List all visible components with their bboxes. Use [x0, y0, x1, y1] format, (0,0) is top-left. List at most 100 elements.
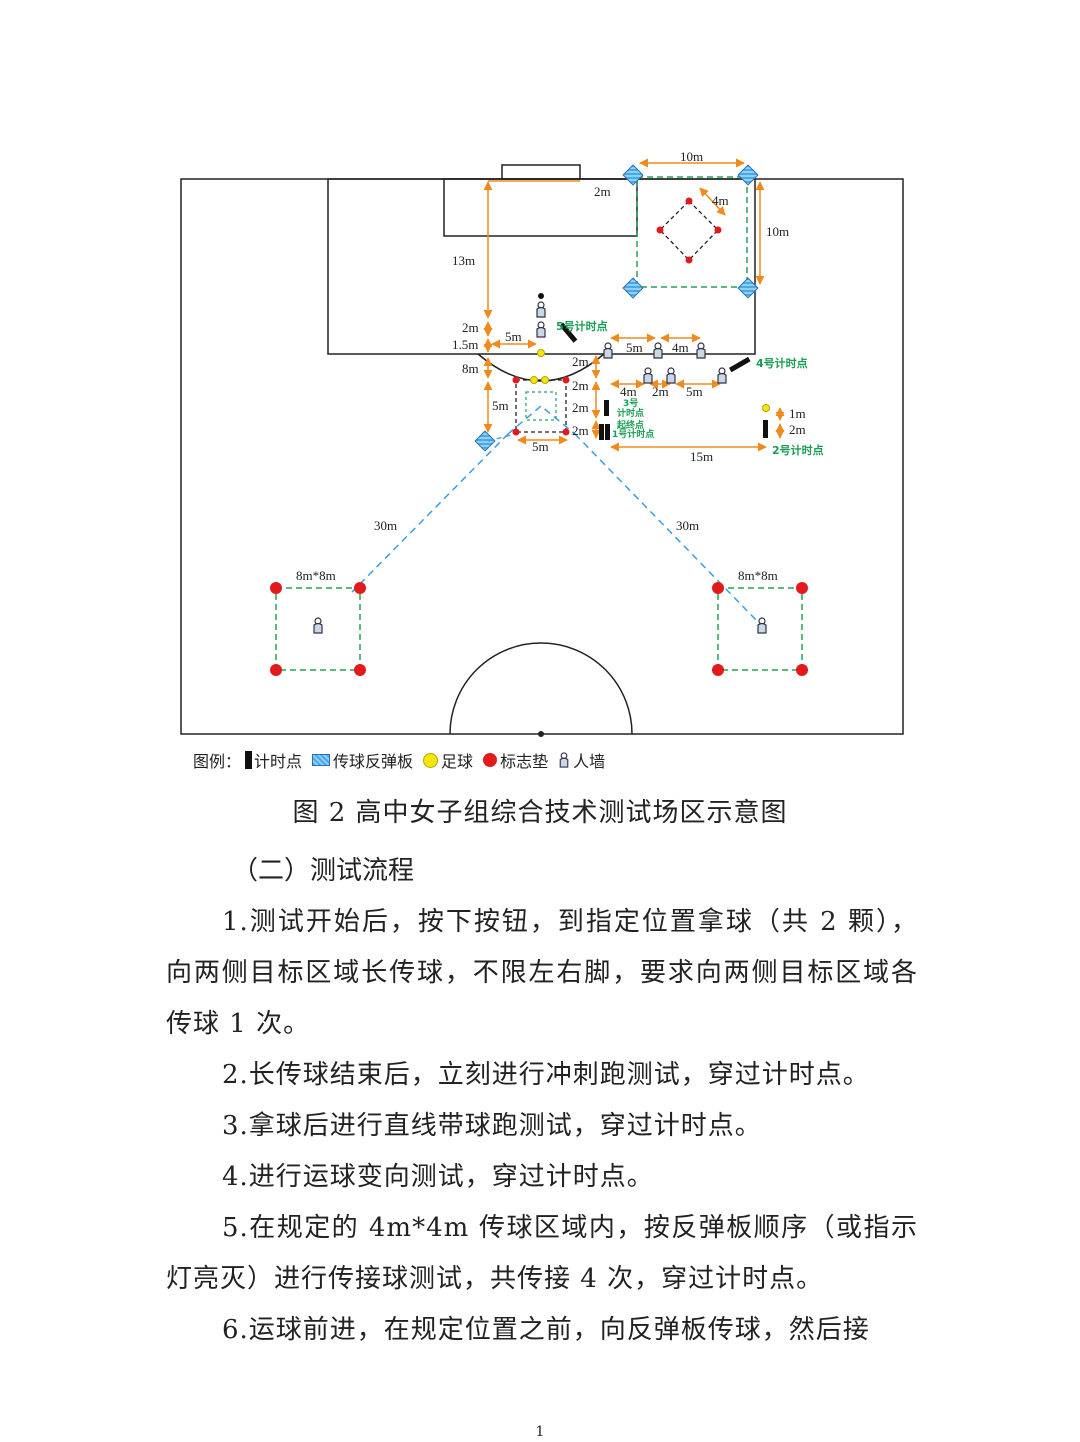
- dim-label: 4m: [620, 384, 637, 399]
- ball-box-inner: [525, 391, 557, 421]
- paragraph-2: 2.长传球结束后，立刻进行冲刺跑测试，穿过计时点。: [222, 1060, 870, 1090]
- page-number: 1: [535, 1424, 545, 1440]
- dim-label: 10m: [680, 149, 703, 164]
- mat: [270, 664, 282, 676]
- center-spot: [538, 731, 544, 737]
- mat: [562, 428, 570, 436]
- mat: [512, 376, 520, 384]
- rebound-board-icon: [312, 754, 331, 766]
- human-wall: [643, 367, 653, 384]
- rebound-board: [474, 430, 496, 452]
- ball-icon: [423, 752, 439, 768]
- timing-point-1: [605, 424, 610, 440]
- mat: [714, 226, 722, 234]
- dim-label: 2m: [572, 378, 589, 393]
- dim-label: 30m: [676, 518, 699, 533]
- mat: [656, 226, 664, 234]
- dim-label: 2m: [572, 354, 589, 369]
- paragraph-1: 1.测试开始后，按下按钮，到指定位置拿球（共 2 颗），向两侧目标区域长传球，不…: [166, 907, 918, 1039]
- human-wall-icon: [559, 752, 569, 768]
- mat: [685, 197, 693, 205]
- dim-label: 5m: [532, 439, 549, 454]
- mat: [685, 256, 693, 264]
- human-wall: [653, 342, 663, 359]
- legend-item-timer: 计时点: [245, 748, 302, 772]
- legend-item-ball: 足球: [423, 748, 473, 772]
- target-zone-left: [275, 587, 361, 671]
- dim-label: 5m: [505, 329, 522, 344]
- dim-label: 8m*8m: [738, 568, 778, 583]
- mat: [562, 376, 570, 384]
- legend-item-wall: 人墙: [558, 748, 605, 772]
- human-wall: [757, 617, 767, 634]
- dim-label: 2m: [572, 423, 589, 438]
- timing-label-3b: 计时点: [617, 407, 644, 419]
- ball-collect-box: [515, 379, 567, 433]
- timing-label-5: 5号计时点: [556, 319, 608, 333]
- human-wall: [536, 301, 546, 318]
- timing-point-4: [728, 356, 751, 373]
- goal-area: [443, 178, 638, 237]
- penalty-arc: [477, 353, 605, 382]
- paragraph-4: 4.进行运球变向测试，穿过计时点。: [222, 1162, 654, 1192]
- paragraph-6: 6.运球前进，在规定位置之前，向反弹板传球，然后接: [222, 1315, 870, 1345]
- dim-label: 4m: [712, 193, 729, 208]
- timing-point-3: [604, 400, 609, 416]
- human-wall: [717, 367, 727, 384]
- ball: [530, 376, 538, 384]
- timing-label-start: 起终点: [616, 419, 644, 431]
- dim-label: 4m: [672, 340, 689, 355]
- timing-point-2: [763, 420, 768, 438]
- center-circle: [449, 642, 633, 735]
- timer-icon: [245, 751, 253, 769]
- legend-item-mat: 标志垫: [483, 748, 548, 772]
- mat: [712, 664, 724, 676]
- dim-label: 8m*8m: [296, 568, 336, 583]
- legend: 图例： 计时点 传球反弹板 足球 标志垫 人墙: [193, 748, 611, 772]
- human-wall: [603, 342, 613, 359]
- dim-label: 10m: [766, 224, 789, 239]
- target-zone-right: [717, 587, 803, 671]
- dim-label: 8m: [462, 361, 479, 376]
- human-wall: [313, 617, 323, 634]
- mat: [512, 428, 520, 436]
- timing-label-2: 2号计时点: [772, 443, 824, 457]
- rebound-board: [622, 277, 644, 299]
- timing-point-start: [599, 424, 604, 440]
- timing-label-3: 3号: [623, 398, 638, 409]
- passing-diamond-4m: [659, 200, 719, 261]
- mat: [712, 582, 724, 594]
- mat: [796, 664, 808, 676]
- dim-label: 2m: [652, 384, 669, 399]
- legend-item-board: 传球反弹板: [312, 748, 413, 772]
- dim-label: 1.5m: [452, 337, 478, 352]
- human-wall: [666, 367, 676, 384]
- dim-label: 5m: [686, 384, 703, 399]
- timing-label-1: 1号计时点: [612, 428, 654, 440]
- paragraph-3: 3.拿球后进行直线带球跑测试，穿过计时点。: [222, 1111, 762, 1141]
- dim-label: 2m: [462, 320, 479, 335]
- ball: [541, 376, 549, 384]
- mat-icon: [483, 753, 498, 767]
- mat: [354, 582, 366, 594]
- timing-point-5: [559, 322, 578, 343]
- human-wall: [536, 321, 546, 338]
- dim-label: 2m: [789, 422, 806, 437]
- passing-zone-10m: [636, 176, 748, 288]
- human-wall: [696, 342, 706, 359]
- timing-label-4: 4号计时点: [756, 356, 808, 370]
- mat: [796, 582, 808, 594]
- figure-caption: 图 2 高中女子组综合技术测试场区示意图: [292, 798, 788, 828]
- section-heading: （二）测试流程: [232, 856, 415, 886]
- field-diagram: 10m 10m 4m 2m 13m 2m 1.5m 5m 8m 5m 5m 2m…: [180, 149, 904, 737]
- dim-label: 1m: [789, 406, 806, 421]
- dim-label: 2m: [594, 184, 611, 199]
- dim-label: 30m: [374, 518, 397, 533]
- dim-label: 13m: [452, 253, 475, 268]
- dim-label: 5m: [492, 398, 509, 413]
- paragraph-5: 5.在规定的 4m*4m 传球区域内，按反弹板顺序（或指示灯亮灭）进行传接球测试…: [166, 1213, 918, 1294]
- rebound-board: [622, 164, 644, 186]
- mat: [270, 582, 282, 594]
- ball: [762, 404, 770, 412]
- goal: [501, 164, 581, 180]
